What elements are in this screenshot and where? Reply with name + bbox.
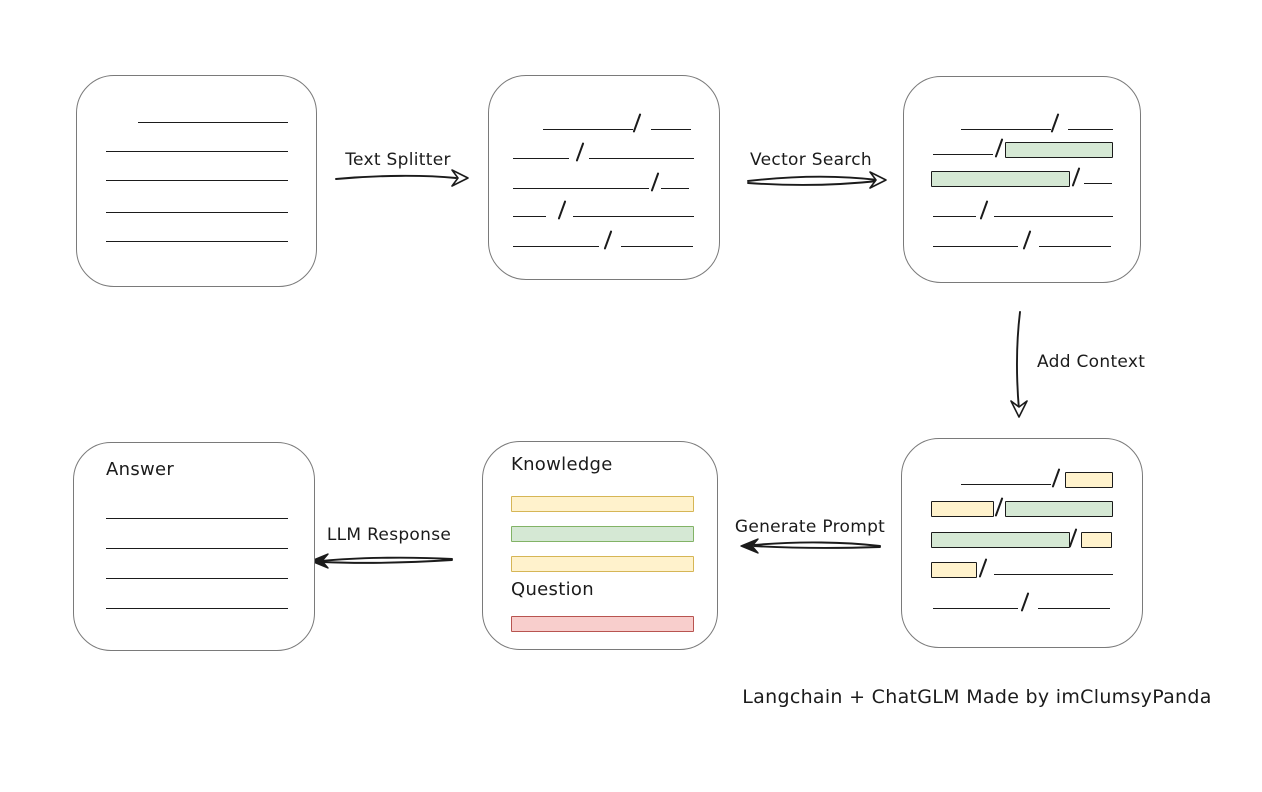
yellow-highlight-bar bbox=[1065, 472, 1113, 488]
chunk-line bbox=[994, 216, 1113, 217]
knowledge-label: Knowledge bbox=[511, 454, 613, 475]
text-line bbox=[106, 518, 288, 519]
green-highlight-bar bbox=[1005, 501, 1113, 517]
chunk-separator-slash bbox=[1020, 592, 1030, 612]
vector-matched-chunks-box bbox=[903, 76, 1141, 283]
text-line bbox=[106, 548, 288, 549]
chunk-line bbox=[543, 129, 633, 130]
yellow-highlight-bar bbox=[931, 562, 977, 578]
chunk-line bbox=[573, 216, 694, 217]
credit-caption: Langchain + ChatGLM Made by imClumsyPand… bbox=[742, 686, 1212, 708]
chunk-separator-slash bbox=[650, 172, 660, 192]
green-highlight-bar bbox=[931, 532, 1070, 548]
chunk-line bbox=[1084, 183, 1112, 184]
chunk-separator-slash bbox=[1071, 167, 1081, 187]
split-chunks-box bbox=[488, 75, 720, 280]
chunk-line bbox=[1068, 129, 1113, 130]
text-line bbox=[106, 212, 288, 213]
llm-response-arrow bbox=[321, 556, 453, 562]
answer-label: Answer bbox=[106, 459, 175, 480]
chunk-line bbox=[621, 246, 693, 247]
chunk-separator-slash bbox=[603, 230, 613, 250]
chunk-line bbox=[513, 216, 546, 217]
green-highlight-bar bbox=[1005, 142, 1113, 158]
text-line bbox=[138, 122, 288, 123]
chunk-line bbox=[661, 188, 689, 189]
chunk-line bbox=[513, 188, 649, 189]
red-prompt-bar bbox=[511, 616, 694, 632]
chunk-separator-slash bbox=[1051, 468, 1061, 488]
yellow-prompt-bar bbox=[511, 556, 694, 572]
text-line bbox=[106, 151, 288, 152]
chunk-separator-slash bbox=[979, 200, 989, 220]
text-line bbox=[106, 241, 288, 242]
generate-prompt-arrowhead-icon bbox=[740, 538, 759, 554]
vector-search-arrowhead-icon bbox=[869, 171, 887, 189]
chunk-separator-slash bbox=[1050, 113, 1060, 133]
yellow-prompt-bar bbox=[511, 496, 694, 512]
chunk-line bbox=[1038, 608, 1110, 609]
add-context-arrowhead-icon bbox=[1010, 400, 1028, 418]
chunk-separator-slash bbox=[994, 497, 1004, 517]
chunk-line bbox=[933, 608, 1018, 609]
add-context-arrow bbox=[1015, 311, 1021, 411]
chunk-line bbox=[513, 158, 569, 159]
text-splitter-arrow bbox=[335, 174, 457, 180]
chunk-line bbox=[994, 574, 1113, 575]
green-prompt-bar bbox=[511, 526, 694, 542]
text-splitter-label: Text Splitter bbox=[345, 150, 451, 170]
chunk-separator-slash bbox=[557, 200, 567, 220]
chunk-separator-slash bbox=[575, 142, 585, 162]
text-line bbox=[106, 180, 288, 181]
generate-prompt-arrow bbox=[753, 541, 881, 547]
prompt-box: Knowledge Question bbox=[482, 441, 718, 650]
vector-search-arrow-lower bbox=[747, 180, 879, 186]
vector-search-arrow bbox=[747, 175, 879, 182]
text-line bbox=[106, 578, 288, 579]
chunk-line bbox=[651, 129, 691, 130]
chunk-line bbox=[933, 154, 993, 155]
chunk-line bbox=[513, 246, 599, 247]
yellow-highlight-bar bbox=[931, 501, 994, 517]
context-chunks-box bbox=[901, 438, 1143, 648]
chunk-separator-slash bbox=[1022, 230, 1032, 250]
llm-response-arrow-lower bbox=[321, 559, 453, 564]
chunk-line bbox=[1039, 246, 1111, 247]
green-highlight-bar bbox=[931, 171, 1070, 187]
answer-box: Answer bbox=[73, 442, 315, 651]
question-label: Question bbox=[511, 579, 594, 600]
generate-prompt-label: Generate Prompt bbox=[734, 517, 886, 537]
generate-prompt-arrow-lower bbox=[753, 545, 881, 549]
chunk-line bbox=[961, 484, 1051, 485]
text-splitter-arrowhead-icon bbox=[451, 169, 469, 187]
chunk-line bbox=[961, 129, 1051, 130]
chunk-separator-slash bbox=[632, 113, 642, 133]
chunk-line bbox=[933, 246, 1018, 247]
chunk-line bbox=[933, 216, 976, 217]
chunk-separator-slash bbox=[994, 138, 1004, 158]
source-document-box bbox=[76, 75, 317, 287]
chunk-line bbox=[589, 158, 694, 159]
chunk-separator-slash bbox=[978, 558, 988, 578]
llm-response-label: LLM Response bbox=[326, 525, 452, 545]
yellow-highlight-bar bbox=[1081, 532, 1112, 548]
vector-search-label: Vector Search bbox=[750, 150, 872, 170]
add-context-label: Add Context bbox=[1037, 352, 1146, 372]
text-line bbox=[106, 608, 288, 609]
